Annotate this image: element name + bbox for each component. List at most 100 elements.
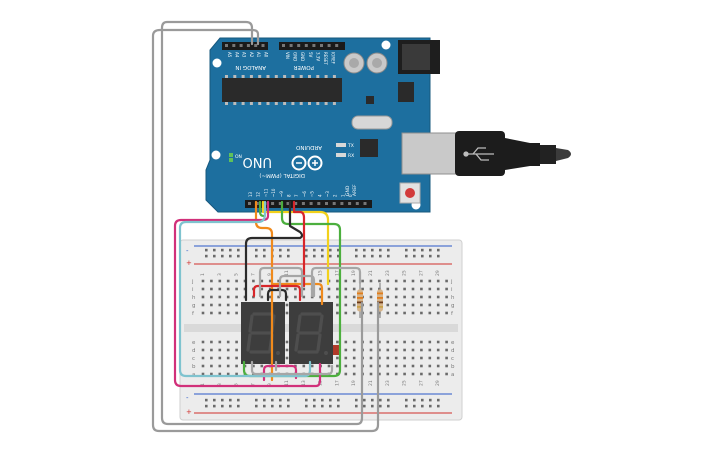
breadboard-hole[interactable]: [369, 311, 373, 315]
breadboard-hole[interactable]: [445, 295, 448, 299]
breadboard-hole[interactable]: [344, 279, 348, 283]
breadboard-hole[interactable]: [260, 295, 264, 299]
wire-black-bb[interactable]: [266, 288, 288, 302]
breadboard-hole[interactable]: [344, 303, 348, 307]
wire-red[interactable]: [292, 200, 306, 288]
rail-hole[interactable]: [421, 248, 424, 252]
breadboard-hole[interactable]: [235, 303, 238, 307]
rail-hole[interactable]: [205, 248, 208, 252]
breadboard-hole[interactable]: [226, 340, 230, 344]
breadboard-hole[interactable]: [218, 287, 222, 291]
rail-hole[interactable]: [205, 254, 208, 258]
rail-hole[interactable]: [429, 254, 432, 258]
rail-hole[interactable]: [371, 254, 374, 258]
rail-hole[interactable]: [279, 398, 282, 402]
breadboard-hole[interactable]: [268, 295, 272, 299]
rail-hole[interactable]: [437, 248, 440, 252]
rail-hole[interactable]: [271, 398, 274, 402]
usb-cable-icon[interactable]: [401, 131, 571, 176]
breadboard-hole[interactable]: [420, 295, 423, 299]
header-pin[interactable]: [332, 202, 336, 205]
rail-hole[interactable]: [421, 404, 424, 408]
breadboard-hole[interactable]: [352, 372, 356, 376]
breadboard-hole[interactable]: [411, 287, 415, 291]
header-pin[interactable]: [325, 202, 328, 205]
breadboard-hole[interactable]: [294, 295, 297, 299]
header-pin[interactable]: [340, 202, 344, 205]
breadboard-hole[interactable]: [226, 303, 230, 307]
breadboard-hole[interactable]: [403, 303, 406, 307]
breadboard-hole[interactable]: [369, 356, 373, 360]
breadboard-hole[interactable]: [302, 287, 306, 291]
breadboard-hole[interactable]: [394, 279, 398, 283]
breadboard-hole[interactable]: [260, 287, 264, 291]
breadboard-hole[interactable]: [394, 303, 398, 307]
rail-hole[interactable]: [229, 248, 232, 252]
breadboard-hole[interactable]: [436, 295, 440, 299]
breadboard-hole[interactable]: [201, 340, 205, 344]
breadboard-hole[interactable]: [310, 364, 314, 368]
breadboard-hole[interactable]: [201, 287, 205, 291]
breadboard-hole[interactable]: [361, 287, 364, 291]
rail-hole[interactable]: [329, 398, 332, 402]
seven-segment-display-right[interactable]: [289, 302, 333, 364]
header-pin[interactable]: [286, 202, 290, 205]
breadboard-hole[interactable]: [235, 311, 238, 315]
rail-hole[interactable]: [379, 398, 382, 402]
breadboard-hole[interactable]: [445, 372, 448, 376]
breadboard-hole[interactable]: [352, 364, 356, 368]
header-pin[interactable]: [297, 44, 301, 47]
rail-hole[interactable]: [337, 404, 340, 408]
rail-hole[interactable]: [363, 404, 366, 408]
rail-hole[interactable]: [329, 254, 332, 258]
breadboard-hole[interactable]: [336, 303, 339, 307]
breadboard-hole[interactable]: [336, 287, 339, 291]
breadboard-hole[interactable]: [386, 356, 390, 360]
breadboard-hole[interactable]: [369, 295, 373, 299]
rail-hole[interactable]: [405, 404, 408, 408]
rail-hole[interactable]: [237, 254, 240, 258]
rail-hole[interactable]: [337, 398, 340, 402]
breadboard-hole[interactable]: [327, 287, 331, 291]
breadboard-hole[interactable]: [394, 356, 398, 360]
header-pin[interactable]: [271, 202, 275, 205]
rail-hole[interactable]: [405, 254, 408, 258]
breadboard-hole[interactable]: [344, 287, 348, 291]
rail-hole[interactable]: [413, 404, 416, 408]
header-pin[interactable]: [289, 44, 293, 47]
breadboard-hole[interactable]: [268, 279, 272, 283]
breadboard-hole[interactable]: [369, 364, 373, 368]
rail-hole[interactable]: [313, 398, 316, 402]
breadboard-hole[interactable]: [235, 340, 238, 344]
rail-hole[interactable]: [287, 254, 290, 258]
breadboard-hole[interactable]: [210, 311, 213, 315]
header-pin[interactable]: [301, 202, 305, 205]
breadboard-hole[interactable]: [428, 279, 432, 283]
breadboard-hole[interactable]: [201, 372, 205, 376]
rail-hole[interactable]: [321, 398, 324, 402]
breadboard-hole[interactable]: [386, 348, 390, 352]
breadboard-hole[interactable]: [445, 311, 448, 315]
breadboard-hole[interactable]: [403, 364, 406, 368]
breadboard-hole[interactable]: [352, 279, 356, 283]
breadboard-hole[interactable]: [403, 295, 406, 299]
rail-hole[interactable]: [263, 248, 266, 252]
breadboard-hole[interactable]: [403, 311, 406, 315]
breadboard-hole[interactable]: [369, 287, 373, 291]
rail-hole[interactable]: [387, 398, 390, 402]
wire-cyan[interactable]: [178, 200, 312, 378]
breadboard-hole[interactable]: [411, 372, 415, 376]
breadboard-hole[interactable]: [436, 311, 440, 315]
header-pin[interactable]: [312, 44, 316, 47]
rail-hole[interactable]: [255, 398, 258, 402]
breadboard-hole[interactable]: [420, 303, 423, 307]
breadboard-hole[interactable]: [386, 340, 390, 344]
rail-hole[interactable]: [229, 254, 232, 258]
rail-hole[interactable]: [329, 248, 332, 252]
rail-hole[interactable]: [363, 254, 366, 258]
breadboard-hole[interactable]: [285, 303, 289, 307]
breadboard-hole[interactable]: [344, 364, 348, 368]
breadboard-hole[interactable]: [369, 340, 373, 344]
breadboard-hole[interactable]: [378, 348, 381, 352]
breadboard-hole[interactable]: [210, 287, 213, 291]
